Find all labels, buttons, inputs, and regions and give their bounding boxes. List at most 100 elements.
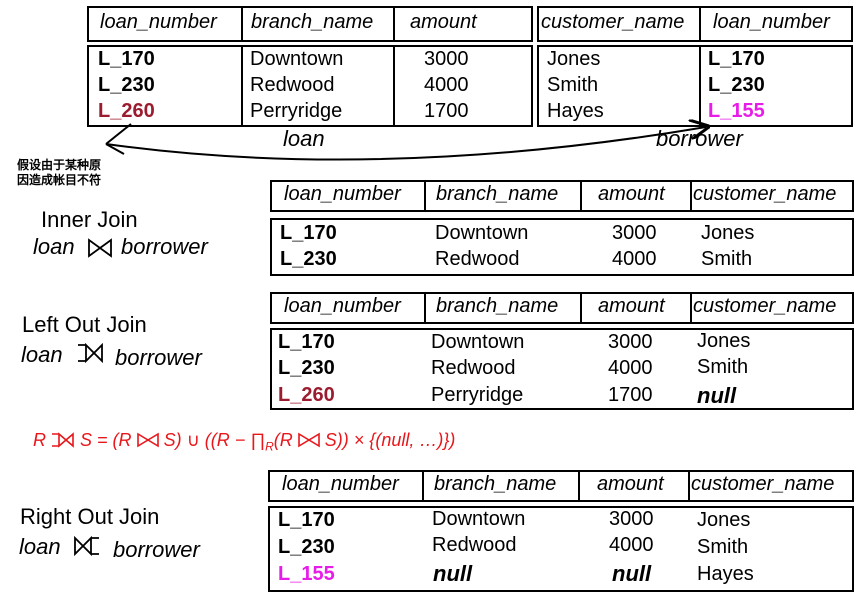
right-cell: 4000 bbox=[609, 534, 654, 556]
borrower-cell: L_170 bbox=[708, 48, 765, 70]
loan-cell: L_170 bbox=[98, 48, 155, 70]
inner-body bbox=[270, 218, 854, 276]
formula-r: R bbox=[279, 430, 293, 450]
loan-col-box bbox=[241, 45, 395, 127]
right-cell-null: null bbox=[433, 561, 473, 586]
formula-r: R bbox=[118, 430, 132, 450]
loan-col-box bbox=[393, 45, 533, 127]
right-join-left: loan bbox=[19, 534, 61, 559]
right-cell: Redwood bbox=[432, 534, 517, 556]
left-outer-join-icon bbox=[78, 343, 103, 363]
inner-cell: Redwood bbox=[435, 248, 520, 270]
borrower-header-divider bbox=[699, 6, 701, 42]
inner-join-title: Inner Join bbox=[41, 207, 138, 232]
left-cell-null: null bbox=[697, 383, 737, 408]
left-cell: Smith bbox=[697, 356, 749, 378]
left-cell: L_170 bbox=[278, 331, 335, 353]
left-header-cell: customer_name bbox=[693, 295, 837, 317]
inner-join-right: borrower bbox=[121, 234, 208, 259]
borrower-header-cell: customer_name bbox=[541, 11, 685, 33]
left-cell: 3000 bbox=[608, 331, 653, 353]
right-cell-unmatched: L_155 bbox=[278, 563, 335, 585]
right-header bbox=[268, 470, 854, 502]
right-cell-null: null bbox=[612, 561, 652, 586]
right-cell: L_230 bbox=[278, 536, 335, 558]
loan-cell: 1700 bbox=[424, 100, 469, 122]
left-header-cell: loan_number bbox=[284, 295, 401, 317]
right-cell: Jones bbox=[697, 509, 751, 531]
right-join-right: borrower bbox=[113, 537, 200, 562]
inner-header-cell: amount bbox=[598, 183, 665, 205]
right-cell: Smith bbox=[697, 536, 749, 558]
borrower-header bbox=[537, 6, 853, 42]
borrower-cell: Jones bbox=[547, 48, 601, 70]
inner-header-cell: branch_name bbox=[436, 183, 559, 205]
formula-part: )}) bbox=[437, 430, 456, 450]
left-header-cell: amount bbox=[598, 295, 665, 317]
right-join-title: Right Out Join bbox=[20, 504, 160, 529]
left-cell: Jones bbox=[697, 330, 751, 352]
left-header-divider bbox=[690, 292, 692, 324]
loan-cell: Redwood bbox=[250, 74, 335, 96]
inner-header-cell: loan_number bbox=[284, 183, 401, 205]
formula-part: S = ( bbox=[80, 430, 119, 450]
inner-header-divider bbox=[580, 180, 582, 212]
loan-cell: 3000 bbox=[424, 48, 469, 70]
inner-cell: Downtown bbox=[435, 222, 529, 244]
formula-part: S)) × {( bbox=[324, 430, 382, 450]
left-cell: Perryridge bbox=[431, 384, 524, 406]
inner-cell: Smith bbox=[701, 248, 753, 270]
formula-part: − ∏ bbox=[229, 430, 266, 450]
borrower-header-cell: loan_number bbox=[713, 11, 830, 33]
left-outer-join-icon bbox=[52, 432, 74, 448]
formula-null: null, … bbox=[381, 430, 438, 450]
right-body bbox=[268, 506, 854, 592]
left-body bbox=[270, 328, 854, 410]
formula-part: S) ∪ (( bbox=[163, 430, 217, 450]
inner-cell: Jones bbox=[701, 222, 755, 244]
inner-cell: 3000 bbox=[612, 222, 657, 244]
right-header-divider bbox=[422, 470, 424, 502]
left-cell: Downtown bbox=[431, 331, 525, 353]
inner-cell: L_170 bbox=[280, 222, 337, 244]
loan-header-cell: branch_name bbox=[251, 11, 374, 33]
right-header-cell: loan_number bbox=[282, 473, 399, 495]
left-header-cell: branch_name bbox=[436, 295, 559, 317]
right-cell: Downtown bbox=[432, 508, 526, 530]
left-join-formula: R S = (R S) ∪ ((R − ∏R(R S)) × {(null, …… bbox=[33, 430, 455, 454]
left-join-title: Left Out Join bbox=[22, 312, 147, 337]
loan-header bbox=[87, 6, 533, 42]
right-header-cell: customer_name bbox=[691, 473, 835, 495]
loan-cell-unmatched: L_260 bbox=[98, 100, 155, 122]
loan-header-divider bbox=[241, 6, 243, 42]
mismatch-note: 假设由于某种原 因造成帐目不符 bbox=[17, 158, 101, 188]
formula-r: R bbox=[33, 430, 46, 450]
formula-part: ( bbox=[273, 430, 280, 450]
inner-header-cell: customer_name bbox=[693, 183, 837, 205]
left-join-left: loan bbox=[21, 342, 63, 367]
note-line: 假设由于某种原 bbox=[17, 158, 102, 172]
formula-r: R bbox=[216, 430, 230, 450]
loan-header-cell: amount bbox=[410, 11, 477, 33]
borrower-col-box bbox=[699, 45, 853, 127]
loan-cell: 4000 bbox=[424, 74, 469, 96]
right-cell: 3000 bbox=[609, 508, 654, 530]
left-header-divider bbox=[424, 292, 426, 324]
inner-header-divider bbox=[424, 180, 426, 212]
inner-cell: 4000 bbox=[612, 248, 657, 270]
natural-join-icon bbox=[136, 432, 159, 448]
left-join-right: borrower bbox=[115, 345, 202, 370]
borrower-col-box bbox=[537, 45, 701, 127]
right-outer-join-icon bbox=[74, 536, 99, 556]
loan-cell: Perryridge bbox=[250, 100, 343, 122]
right-cell: L_170 bbox=[278, 509, 335, 531]
right-header-divider bbox=[688, 470, 690, 502]
loan-cell: Downtown bbox=[250, 48, 344, 70]
formula-sub: R bbox=[265, 439, 274, 454]
borrower-cell: Hayes bbox=[547, 100, 604, 122]
loan-header-divider bbox=[393, 6, 395, 42]
borrower-cell: L_230 bbox=[708, 74, 765, 96]
right-cell: Hayes bbox=[697, 563, 754, 585]
left-cell: 1700 bbox=[608, 384, 653, 406]
